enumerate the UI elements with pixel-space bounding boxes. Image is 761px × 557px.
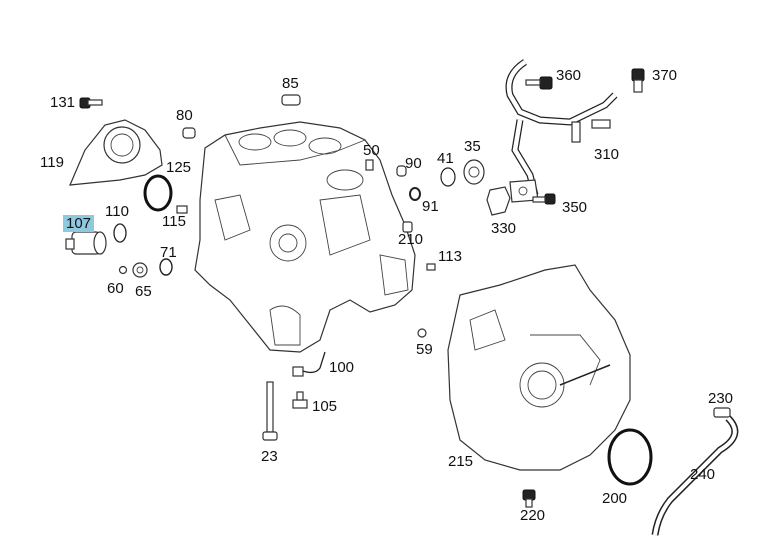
- sensor-105[interactable]: [292, 391, 308, 409]
- label-115[interactable]: 115: [162, 213, 186, 230]
- part-50[interactable]: [365, 159, 374, 171]
- part-90[interactable]: [396, 165, 407, 177]
- bolt-131[interactable]: [79, 97, 103, 109]
- label-85[interactable]: 85: [282, 75, 299, 92]
- label-230[interactable]: 230: [708, 390, 734, 407]
- part-59[interactable]: [417, 328, 427, 338]
- ring-71[interactable]: [159, 258, 173, 276]
- label-240[interactable]: 240: [690, 466, 716, 483]
- part-115[interactable]: [176, 205, 188, 214]
- label-119[interactable]: 119: [40, 154, 64, 171]
- part-65[interactable]: [132, 262, 148, 278]
- part-35[interactable]: [463, 159, 485, 185]
- seal-ring-125[interactable]: [143, 174, 173, 212]
- label-59[interactable]: 59: [416, 341, 433, 358]
- label-113[interactable]: 113: [438, 248, 462, 265]
- label-100[interactable]: 100: [329, 359, 355, 376]
- label-131[interactable]: 131: [50, 94, 76, 111]
- label-60[interactable]: 60: [107, 280, 124, 297]
- label-370[interactable]: 370: [652, 67, 678, 84]
- bellhousing-215[interactable]: [447, 264, 631, 471]
- bolt-220[interactable]: [522, 489, 536, 508]
- label-90[interactable]: 90: [405, 155, 422, 172]
- label-200[interactable]: 200: [602, 490, 628, 507]
- label-220[interactable]: 220: [520, 507, 546, 524]
- label-80[interactable]: 80: [176, 107, 193, 124]
- cover-119[interactable]: [69, 119, 163, 186]
- label-35[interactable]: 35: [464, 138, 481, 155]
- bolt-370[interactable]: [631, 68, 645, 93]
- label-110[interactable]: 110: [105, 203, 129, 220]
- sensor-100[interactable]: [292, 351, 326, 377]
- label-350[interactable]: 350: [562, 199, 588, 216]
- part-210[interactable]: [402, 221, 413, 233]
- engine-block[interactable]: [194, 121, 416, 353]
- bolt-350[interactable]: [532, 193, 556, 205]
- o-ring-110[interactable]: [113, 223, 127, 243]
- label-91[interactable]: 91: [422, 198, 439, 215]
- label-23[interactable]: 23: [261, 448, 278, 465]
- label-215[interactable]: 215: [448, 453, 474, 470]
- sleeve-80[interactable]: [182, 127, 196, 139]
- label-210[interactable]: 210: [398, 231, 424, 248]
- ring-91[interactable]: [409, 187, 421, 201]
- label-360[interactable]: 360: [556, 67, 582, 84]
- label-65[interactable]: 65: [135, 283, 152, 300]
- label-50[interactable]: 50: [363, 142, 380, 159]
- fitting-230[interactable]: [713, 407, 731, 418]
- label-330[interactable]: 330: [491, 220, 517, 237]
- label-107[interactable]: 107: [63, 215, 95, 232]
- label-105[interactable]: 105: [312, 398, 338, 415]
- seal-ring-200[interactable]: [607, 428, 653, 486]
- label-71[interactable]: 71: [160, 244, 177, 261]
- label-310[interactable]: 310: [594, 146, 620, 163]
- part-85[interactable]: [281, 94, 301, 106]
- part-107[interactable]: [65, 231, 107, 255]
- bolt-360[interactable]: [525, 76, 553, 90]
- ring-41[interactable]: [440, 167, 456, 187]
- label-41[interactable]: 41: [437, 150, 454, 167]
- part-60[interactable]: [118, 265, 128, 275]
- flange-330[interactable]: [486, 179, 539, 216]
- bolt-23[interactable]: [262, 381, 278, 441]
- part-113[interactable]: [426, 263, 436, 271]
- label-125[interactable]: 125: [166, 159, 192, 176]
